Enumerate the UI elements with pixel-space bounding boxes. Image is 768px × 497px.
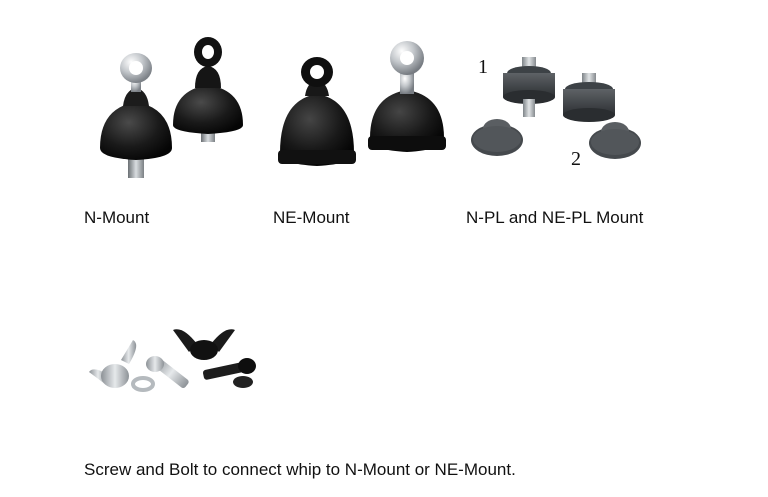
screw-bolt-caption: Screw and Bolt to connect whip to N-Moun… — [84, 460, 516, 479]
n-mount-caption: N-Mount — [84, 208, 150, 227]
n-mount-image — [100, 37, 243, 178]
callout-1: 1 — [478, 56, 488, 78]
screw-bolt-photo — [85, 320, 265, 405]
ne-mount-image — [278, 41, 446, 166]
pl-mount-caption: N-PL and NE-PL Mount — [466, 208, 644, 227]
pl-mount-photo — [470, 55, 670, 175]
ne-mount-caption: NE-Mount — [273, 208, 350, 227]
screw-bolt-image — [89, 329, 256, 392]
pl-mount-image — [471, 57, 641, 159]
ne-mount-photo — [275, 38, 450, 173]
n-mount-photo — [95, 30, 255, 180]
callout-2: 2 — [571, 148, 581, 170]
